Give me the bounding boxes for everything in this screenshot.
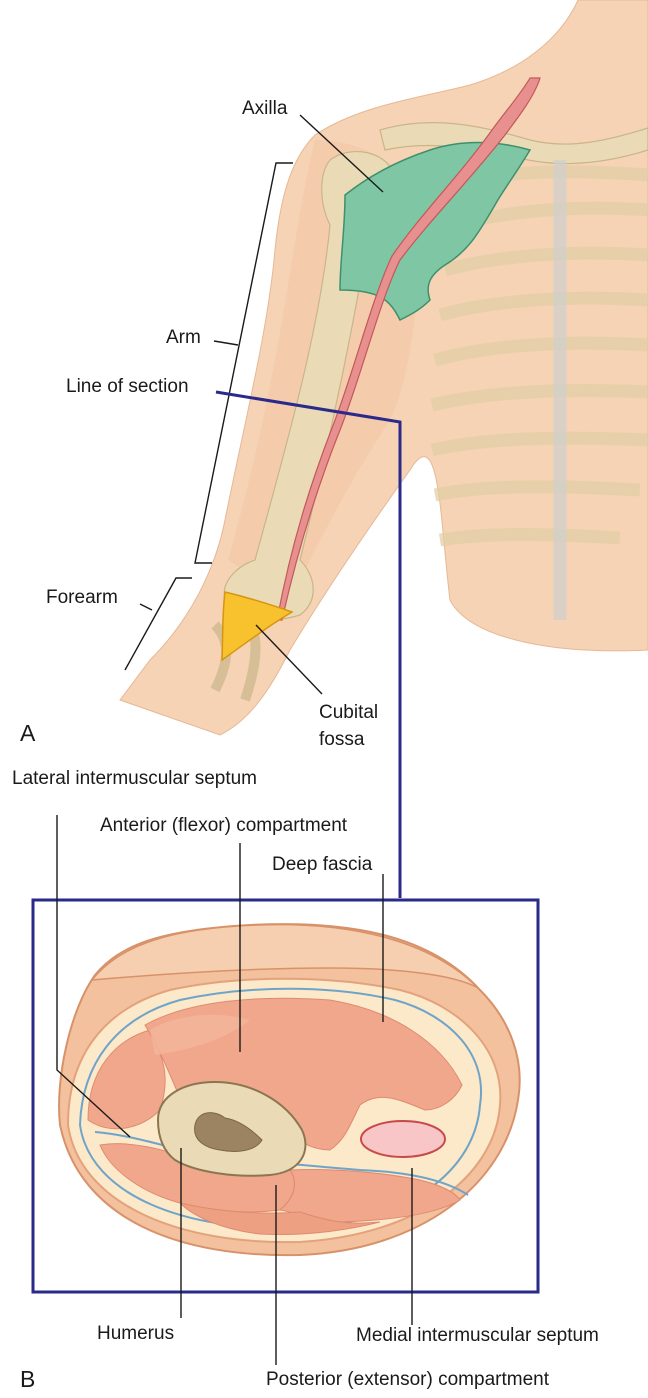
lateral-septum-leader [56, 815, 131, 1138]
line-of-section-label: Line of section [66, 376, 189, 397]
medial-septum-label: Medial intermuscular septum [356, 1325, 599, 1346]
forearm-leader [139, 603, 153, 611]
cubital-label-line2: fossa [319, 729, 365, 750]
posterior-muscle-2 [278, 1168, 461, 1223]
humerus-marrow [194, 1112, 263, 1152]
arm-label: Arm [166, 327, 201, 348]
forearm-bracket [124, 577, 192, 671]
anterior-muscle-inner [150, 1014, 250, 1055]
posterior-muscle-3 [178, 1202, 381, 1235]
lateral-septum-label: Lateral intermuscular septum [12, 768, 257, 789]
deep-fascia-label: Deep fascia [272, 854, 373, 875]
posterior-label: Posterior (extensor) compartment [266, 1369, 550, 1390]
panel-a-illustration [119, 0, 648, 736]
cubital-label-line1: Cubital [319, 702, 378, 723]
anterior-muscle-lateral [87, 1029, 166, 1130]
anterior-label: Anterior (flexor) compartment [100, 815, 348, 836]
skin-top [90, 923, 479, 989]
axilla-label: Axilla [242, 98, 288, 119]
panel-a-letter: A [20, 720, 36, 746]
humerus-label: Humerus [97, 1323, 174, 1344]
cubital-leader [255, 624, 323, 695]
section-frame [31, 898, 540, 1294]
forearm-label: Forearm [46, 587, 118, 608]
neurovascular-bundle [360, 1120, 446, 1158]
line-of-section [215, 390, 402, 898]
panel-b-letter: B [20, 1366, 35, 1392]
cross-section [58, 923, 521, 1257]
axilla-leader [299, 114, 384, 193]
arm-bracket-tick [213, 340, 239, 346]
arm-bracket [194, 162, 293, 564]
